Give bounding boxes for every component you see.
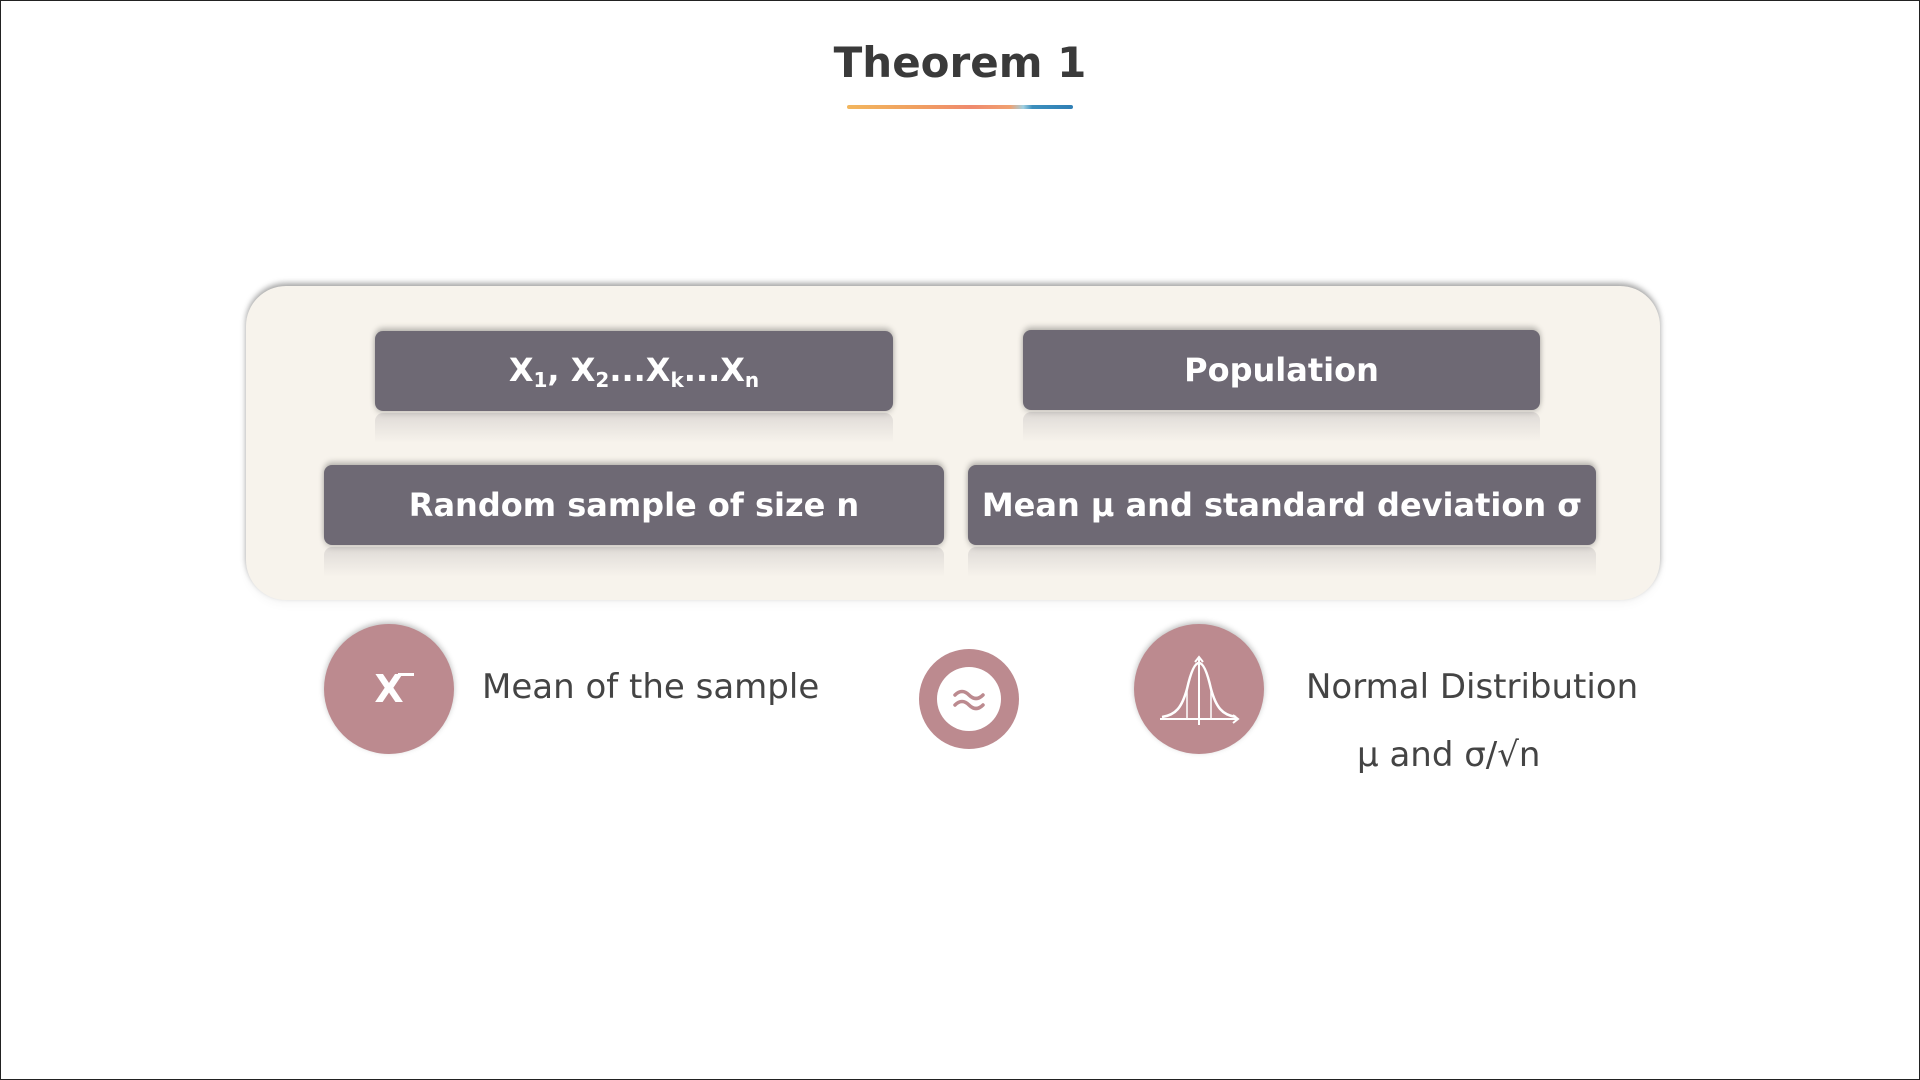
title-underline [847, 105, 1073, 109]
page-title: Theorem 1 [833, 38, 1087, 87]
approximately-equal-icon [919, 649, 1019, 749]
mean-sd-box: Mean μ and standard deviation σ [968, 465, 1596, 577]
bell-curve-icon [1134, 624, 1264, 754]
mean-sd-label: Mean μ and standard deviation σ [981, 486, 1583, 524]
normal-params-label: μ and σ/√n [1357, 735, 1541, 775]
random-sample-label: Random sample of size n [408, 486, 860, 524]
box-reflection [375, 413, 893, 443]
x-bar-symbol: X [374, 667, 415, 711]
box-reflection [1023, 412, 1540, 442]
box-reflection [968, 547, 1596, 577]
approx-glyph [953, 689, 985, 711]
normal-distribution-label: Normal Distribution [1306, 667, 1639, 707]
population-label: Population [1184, 351, 1379, 389]
sample-variables-box: X1, X2...Xk...Xn [375, 331, 893, 443]
random-sample-box: Random sample of size n [324, 465, 944, 577]
sample-variables-text: X1, X2...Xk...Xn [508, 350, 760, 392]
x-bar-icon: X [324, 624, 454, 754]
sample-mean-label: Mean of the sample [482, 667, 820, 707]
population-box: Population [1023, 330, 1540, 442]
bell-curve-glyph [1160, 655, 1240, 725]
box-reflection [324, 547, 944, 577]
